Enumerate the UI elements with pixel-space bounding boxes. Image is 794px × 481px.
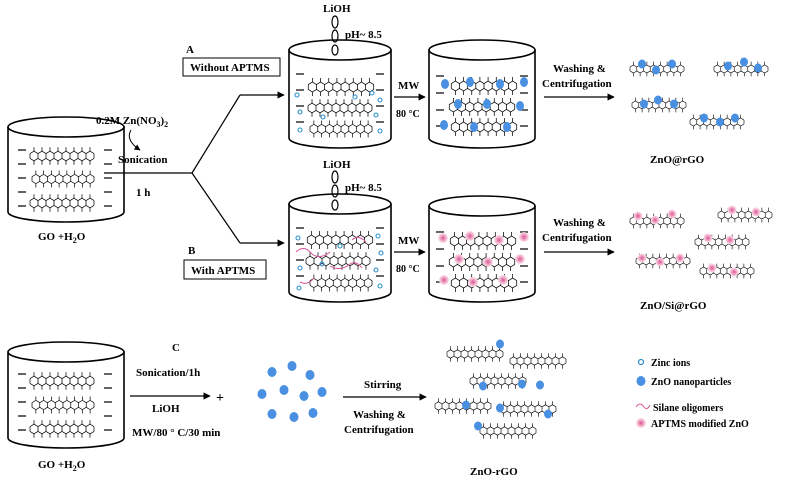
beaker-b1 <box>288 193 392 303</box>
mw-label-a: MW <box>398 80 419 92</box>
centrifugation-label-c: Centrifugation <box>344 424 414 436</box>
washing-label-a: Washing & <box>553 63 606 75</box>
temp-label-a: 80 °C <box>396 109 420 120</box>
washing-label-b: Washing & <box>553 217 606 229</box>
product-a-sheets <box>629 57 769 130</box>
free-zno-particles <box>257 361 327 422</box>
dropper-a <box>331 15 339 56</box>
ph-label-a: pH~ 8.5 <box>345 29 382 41</box>
route-a-box-label: Without APTMS <box>190 62 270 74</box>
legend-zno-marker <box>636 376 646 386</box>
legend-aptms-marker <box>636 418 646 428</box>
beaker-go-route-c <box>7 341 125 449</box>
route-c-letter: C <box>172 342 180 354</box>
sonication-label: Sonication <box>118 154 168 166</box>
beaker-a2 <box>428 39 536 149</box>
stirring-label: Stirring <box>364 379 402 391</box>
beaker-a1 <box>288 39 392 149</box>
legend: Zinc ions ZnO nanoparticles Silane oligo… <box>635 358 749 430</box>
centrifugation-label-b: Centrifugation <box>542 232 612 244</box>
branch-line-up <box>191 94 241 174</box>
route-c-lioh: LiOH <box>152 403 180 415</box>
lioh-label-a: LiOH <box>323 3 351 15</box>
go-water-label-c: GO +H2O <box>38 459 86 473</box>
product-a-label: ZnO@rGO <box>650 154 705 166</box>
route-c-mw: MW/80 ° C/30 min <box>132 427 220 439</box>
legend-aptms-zno: APTMS modified ZnO <box>651 419 749 430</box>
go-water-label: GO +H2O <box>38 231 86 245</box>
ph-label-b: pH~ 8.5 <box>345 182 382 194</box>
beaker-b2 <box>428 195 536 303</box>
legend-silane-marker <box>635 403 651 410</box>
legend-silane: Silane oligomers <box>653 403 723 414</box>
product-b-label: ZnO/Si@rGO <box>640 300 707 312</box>
time-label: 1 h <box>136 187 150 199</box>
route-b-box-label: With APTMS <box>191 265 255 277</box>
centrifugation-label-a: Centrifugation <box>542 78 612 90</box>
mw-label-b: MW <box>398 235 419 247</box>
washing-label-c: Washing & <box>353 409 406 421</box>
zinc-precursor-label: 0.2M Zn(NO3)2 <box>96 115 168 129</box>
plus-sign: + <box>216 391 224 406</box>
lioh-label-b: LiOH <box>323 159 351 171</box>
legend-zinc-ions: Zinc ions <box>651 358 690 369</box>
route-a-letter: A <box>186 44 194 56</box>
route-a-box <box>182 57 281 77</box>
beaker-go-initial <box>7 116 125 223</box>
route-b-box <box>183 259 267 280</box>
branch-line-down <box>191 172 241 244</box>
curved-arrow <box>128 129 141 151</box>
product-c-label: ZnO-rGO <box>470 466 518 478</box>
dropper-b <box>331 170 339 211</box>
temp-label-b: 80 °C <box>396 264 420 275</box>
legend-zno-np: ZnO nanoparticles <box>651 377 731 388</box>
product-c-sheets <box>434 339 567 440</box>
route-c-sonication: Sonication/1h <box>136 367 200 379</box>
product-b-sheets <box>629 205 773 279</box>
legend-zinc-ion-marker <box>637 358 645 366</box>
route-b-letter: B <box>188 245 196 257</box>
